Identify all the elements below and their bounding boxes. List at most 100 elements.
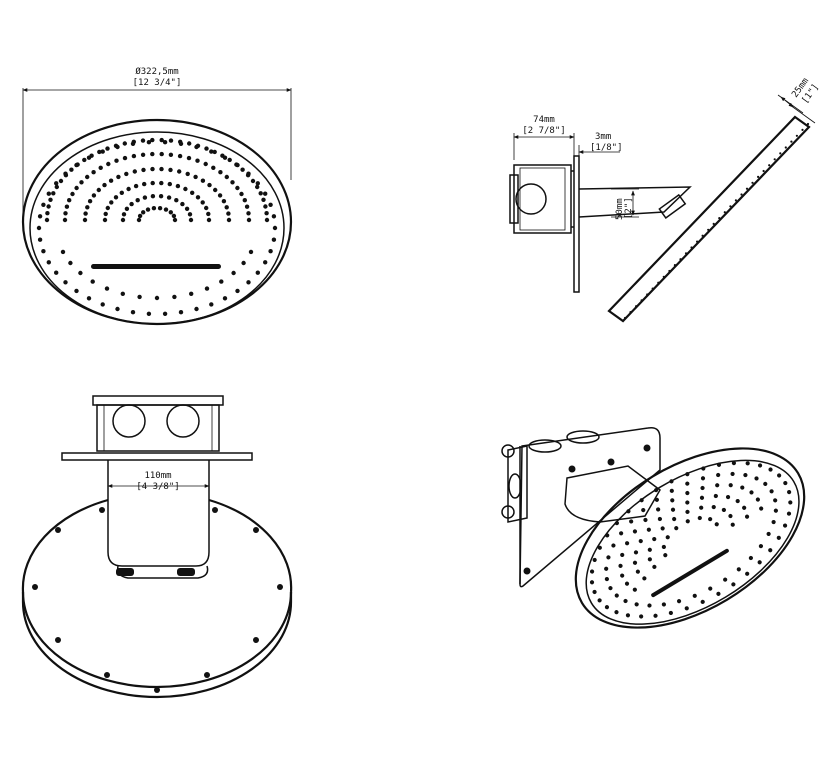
nozzle (46, 204, 51, 209)
nozzle (48, 197, 53, 202)
iso-nozzle (626, 509, 631, 514)
back-screw (154, 687, 160, 693)
nozzle (162, 140, 168, 145)
iso-nozzle (700, 476, 706, 481)
nozzle (63, 280, 68, 285)
nozzle (268, 249, 273, 254)
iso-plate-screw-3 (643, 444, 651, 452)
iso-nozzle (716, 462, 722, 467)
nozzle (264, 217, 270, 223)
nozzle (159, 180, 164, 186)
nozzle (268, 202, 273, 207)
nozzle (167, 181, 172, 187)
nozzle (226, 217, 232, 223)
iso-nozzle (731, 582, 736, 587)
nozzle (158, 194, 164, 199)
iso-nozzle (632, 529, 638, 534)
nozzle (219, 279, 224, 284)
depth-mm-label: 74mm (533, 115, 555, 125)
mixing-box-flange (509, 174, 519, 224)
nozzle (45, 211, 50, 216)
iso-nozzle (708, 517, 713, 522)
iso-nozzle (755, 497, 760, 502)
iso-nozzle (708, 586, 713, 591)
nozzle (113, 195, 119, 200)
nozzle (142, 195, 148, 200)
iso-nozzle (604, 605, 610, 610)
nozzle (140, 152, 146, 157)
nozzle (194, 144, 199, 150)
nozzle (100, 302, 105, 307)
nozzle (271, 214, 277, 219)
nozzle (235, 185, 240, 191)
iso-nozzle (646, 527, 651, 532)
nozzle (224, 174, 229, 180)
side-nozzle (684, 252, 688, 255)
iso-nozzle (670, 507, 676, 512)
nozzle (121, 212, 127, 217)
nozzle (172, 294, 177, 300)
iso-nozzle (654, 497, 659, 502)
iso-nozzle (635, 569, 640, 574)
nozzle (116, 174, 121, 180)
iso-shower-head (574, 447, 806, 629)
nozzle (255, 184, 260, 190)
side-nozzle (762, 169, 765, 173)
iso-head-rim (574, 447, 806, 629)
iso-nozzle (685, 519, 690, 524)
side-nozzle (729, 205, 732, 208)
iso-nozzle (685, 490, 690, 496)
nozzle (83, 211, 88, 216)
side-nozzle (657, 281, 660, 284)
nozzle (78, 270, 83, 276)
side-nozzle (662, 275, 665, 278)
nozzle (120, 291, 126, 296)
mixing-box-inner (519, 167, 566, 231)
nozzle (98, 165, 103, 170)
nozzle (119, 190, 125, 195)
iso-nozzle (768, 467, 773, 472)
iso-nozzle (620, 573, 625, 578)
iso-nozzle (642, 576, 647, 581)
nozzle (246, 171, 251, 176)
iso-nozzle (715, 483, 720, 488)
iso-nozzle (647, 547, 652, 552)
nozzle (87, 199, 93, 204)
nozzle (91, 170, 96, 175)
iso-nozzle (668, 610, 673, 616)
iso-nozzle (716, 591, 721, 596)
iso-nozzle (652, 564, 657, 569)
plate-mm-label: 3mm (595, 132, 611, 142)
arm-width-in-label: [4 3/8"] (136, 482, 179, 492)
iso-nozzle (773, 508, 778, 513)
iso-nozzle (619, 531, 624, 536)
nozzle (244, 204, 250, 209)
nozzle (168, 167, 173, 173)
nozzle (209, 149, 214, 154)
nozzle (207, 182, 212, 188)
shower-arm (578, 186, 692, 218)
iso-nozzle (589, 569, 595, 574)
nozzle (124, 206, 130, 211)
nozzle (79, 180, 84, 185)
nozzle (203, 161, 208, 167)
iso-head-face (585, 459, 800, 625)
nozzle (188, 217, 194, 223)
iso-plate-screw-1 (568, 465, 576, 473)
nozzle (221, 199, 227, 204)
iso-nozzle (660, 526, 665, 531)
nozzle (204, 286, 210, 291)
iso-nozzle-pattern (589, 460, 793, 619)
nozzle (120, 217, 126, 223)
nozzle (82, 217, 88, 223)
side-nozzle (734, 199, 738, 202)
back-screw (99, 507, 105, 513)
iso-nozzle (745, 571, 750, 576)
nozzle (168, 210, 173, 215)
iso-nozzle (786, 511, 792, 516)
arm-foot-left (116, 568, 134, 576)
nozzle (271, 237, 277, 242)
head-back-rim (21, 592, 293, 699)
